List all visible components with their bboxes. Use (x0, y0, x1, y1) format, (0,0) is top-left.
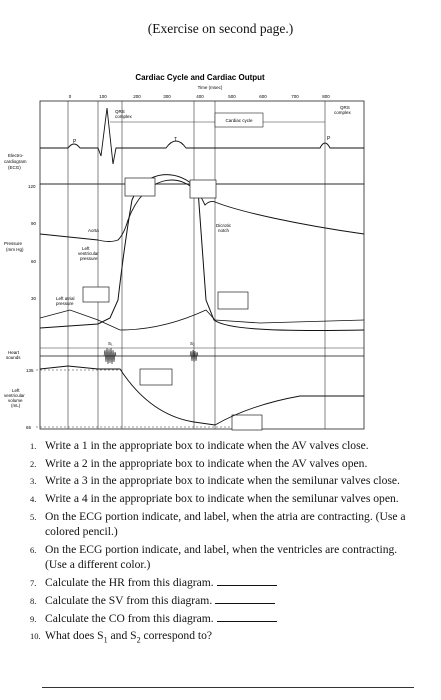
volume-label-1: Left (12, 388, 20, 393)
time-tick-200: 200 (133, 94, 141, 99)
pressure-axis: 120 90 60 30 Pressure (mm Hg) (4, 184, 37, 301)
volume-axis: Left ventricular volume (mL) 135 65 (4, 368, 34, 430)
question-6: 6.On the ECG portion indicate, and label… (30, 542, 398, 572)
answer-box-1[interactable] (82, 286, 110, 303)
cardiac-cycle-box (214, 112, 264, 128)
pressure-label-2: (mm Hg) (6, 247, 24, 252)
volume-label-4: (mL) (11, 403, 21, 408)
s1-sound-burst (103, 347, 117, 365)
question-9: 9.Calculate the CO from this diagram. (30, 611, 420, 627)
la-pressure-curve (39, 309, 365, 331)
answer-blank-8[interactable] (215, 593, 276, 604)
time-axis-label: Time (msec) (198, 85, 223, 90)
qrs-label-right-2: complex (334, 110, 352, 115)
question-2: 2.Write a 2 in the appropriate box to in… (30, 456, 368, 470)
aorta-pressure-curve (39, 179, 365, 242)
figure-title: Cardiac Cycle and Cardiac Output (135, 73, 265, 82)
time-tick-100: 100 (99, 94, 107, 99)
volume-tick-65: 65 (26, 425, 32, 430)
answer-box-4[interactable] (217, 291, 249, 310)
la-pressure-label-2: pressure (56, 301, 74, 306)
dicrotic-label-2: notch (218, 228, 230, 233)
heart-sounds-label-1: Heart (8, 350, 20, 355)
answer-line-10[interactable] (42, 687, 414, 688)
answer-box-3[interactable] (189, 179, 217, 199)
question-7: 7.Calculate the HR from this diagram. (30, 575, 420, 591)
ecg-t-wave-label: T (174, 137, 177, 143)
ecg-p2-wave-label: P (327, 136, 331, 142)
question-1: 1.Write a 1 in the appropriate box to in… (30, 439, 369, 452)
s2-sound-burst (189, 349, 199, 363)
answer-box-5[interactable] (139, 368, 173, 386)
cardiac-cycle-label: Cardiac cycle (225, 118, 253, 123)
lv-pressure-curve (39, 174, 365, 332)
answer-blank-9[interactable] (216, 611, 277, 622)
ecg-frame (39, 100, 365, 185)
answer-boxes (82, 177, 263, 431)
la-pressure-label-1: Left atrial (56, 296, 75, 301)
pressure-tick-60: 60 (31, 259, 37, 264)
answer-box-2[interactable] (124, 177, 156, 197)
answer-blank-7[interactable] (216, 575, 277, 587)
main-frame (39, 183, 365, 430)
heart-sounds-label-2: sounds (6, 355, 21, 360)
lv-volume-curve (39, 365, 364, 426)
s2-label: S₂ (190, 341, 195, 346)
time-tick-400: 400 (196, 94, 204, 99)
ecg-axis-label: Electro- cardiogram (ECG) (4, 153, 27, 170)
exercise-note: (Exercise on second page.) (147, 21, 294, 36)
question-5: 5.On the ECG portion indicate, and label… (30, 509, 406, 539)
pressure-label-1: Pressure (4, 241, 23, 246)
qrs-label-left-1: QRS (115, 109, 125, 114)
pressure-tick-90: 90 (31, 221, 37, 226)
ecg-trace (40, 107, 364, 165)
dicrotic-label-1: Dicrotic (216, 223, 232, 228)
volume-label-3: volume (8, 398, 23, 403)
question-10: 10.What does S1 and S2 correspond to? (30, 629, 213, 645)
aorta-label: Aorta (88, 228, 99, 233)
cardiac-cycle-figure: Cardiac Cycle and Cardiac Output Time (m… (4, 73, 365, 431)
volume-label-2: ventricular (4, 393, 25, 398)
ecg-label-line1: Electro- (8, 153, 24, 158)
answer-box-6[interactable] (231, 414, 263, 431)
s1-label: S₁ (108, 341, 113, 346)
ecg-label-line3: (ECG) (8, 165, 21, 170)
time-tick-300: 300 (163, 94, 171, 99)
question-3: 3.Write a 3 in the appropriate box to in… (30, 474, 400, 488)
pressure-tick-120: 120 (28, 184, 36, 189)
qrs-label-left-2: complex (115, 114, 133, 119)
question-4: 4.Write a 4 in the appropriate box to in… (30, 492, 399, 506)
lv-pressure-label-1: Left (82, 246, 90, 251)
lv-pressure-label-3: pressure (80, 256, 98, 261)
lv-pressure-label-2: ventricular (78, 251, 99, 256)
time-tick-500: 500 (228, 94, 236, 99)
qrs-label-right-1: QRS (340, 105, 350, 110)
time-ticks: 0 100 200 300 400 500 600 700 800 (69, 94, 331, 99)
ecg-label-line2: cardiogram (4, 159, 27, 164)
pressure-tick-30: 30 (31, 296, 37, 301)
time-tick-700: 700 (291, 94, 299, 99)
volume-tick-135: 135 (26, 368, 34, 373)
question-8: 8.Calculate the SV from this diagram. (30, 593, 420, 609)
event-lines (67, 101, 326, 429)
time-tick-600: 600 (259, 94, 267, 99)
ecg-p-wave-label: P (73, 139, 77, 145)
question-list: 1.Write a 1 in the appropriate box to in… (30, 438, 420, 646)
time-tick-0: 0 (69, 94, 72, 99)
time-tick-800: 800 (322, 94, 330, 99)
